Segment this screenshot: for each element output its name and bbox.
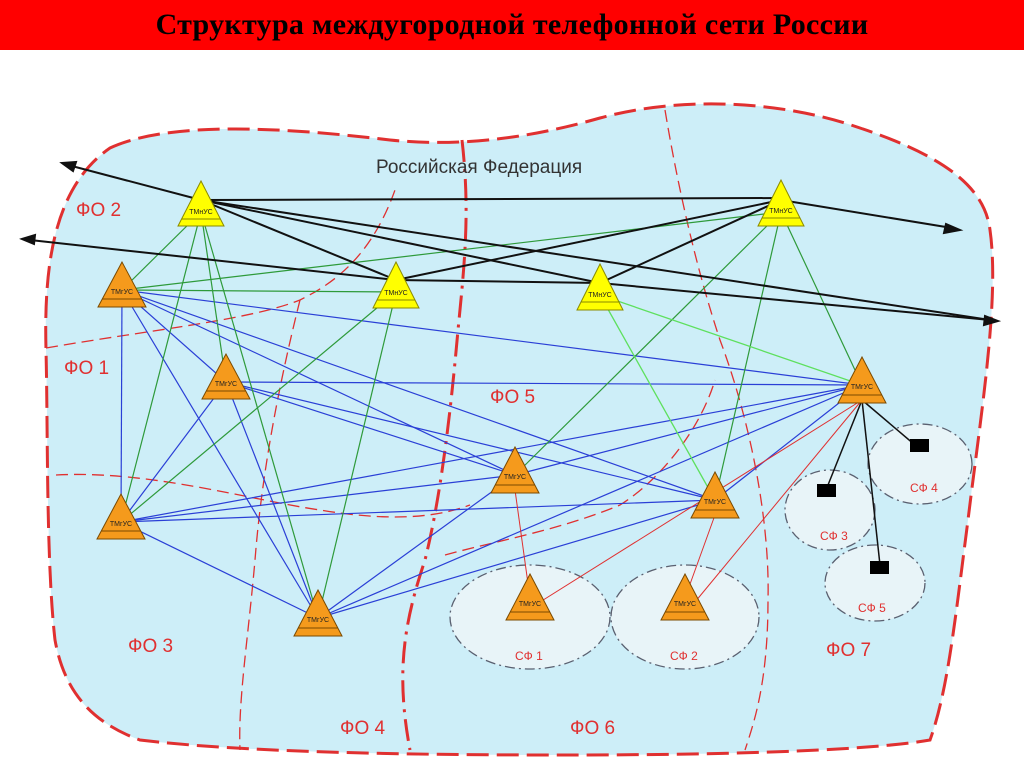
node-label: ТМгУС bbox=[519, 601, 541, 608]
national-node-n2: ТМнУС bbox=[372, 260, 420, 309]
sf5-area bbox=[824, 544, 926, 622]
subject-label-sf1: СФ 1 bbox=[515, 649, 543, 663]
national-node-n3: ТМнУС bbox=[576, 262, 624, 311]
terminal-sf5 bbox=[870, 561, 889, 574]
fo3-fo4-boundary bbox=[239, 299, 301, 751]
terminal-sf4 bbox=[910, 439, 929, 452]
title-bar: Структура междугородной телефонной сети … bbox=[0, 0, 1024, 50]
node-label: ТМнУС bbox=[588, 292, 611, 299]
terminal-sf3 bbox=[817, 484, 836, 497]
regional-node-r8: ТМгУС bbox=[505, 572, 555, 621]
fo1-fo3-boundary bbox=[55, 473, 471, 518]
regional-node-r4: ТМгУС bbox=[293, 588, 343, 637]
international-exit-lines bbox=[19, 160, 1002, 327]
page-title: Структура междугородной телефонной сети … bbox=[155, 8, 869, 41]
regional-node-r9: ТМгУС bbox=[660, 572, 710, 621]
regional-mesh-links bbox=[120, 289, 863, 619]
subject-terminals bbox=[817, 439, 929, 574]
region-label-fo2: ФО 2 bbox=[76, 200, 121, 221]
national-trunk-lines bbox=[200, 197, 991, 321]
region-label-fo6: ФО 6 bbox=[570, 718, 615, 739]
fo5-fo7-boundary bbox=[664, 109, 769, 751]
subject-label-sf3: СФ 3 bbox=[820, 529, 848, 543]
node-label: ТМнУС bbox=[384, 290, 407, 297]
subject-label-sf4: СФ 4 bbox=[910, 481, 938, 495]
regional-node-r6: ТМгУС bbox=[690, 470, 740, 519]
fo5-fo6-boundary bbox=[444, 379, 716, 556]
node-label: ТМгУС bbox=[674, 601, 696, 608]
regional-node-r1: ТМгУС bbox=[97, 260, 147, 308]
national-node-n1: ТМнУС bbox=[177, 179, 225, 227]
node-label: ТМгУС bbox=[851, 384, 873, 391]
regional-node-r5: ТМгУС bbox=[490, 445, 540, 494]
sf4-area bbox=[867, 423, 973, 505]
national-node-n4: ТМнУС bbox=[757, 178, 805, 227]
regional-node-r7: ТМгУС bbox=[837, 355, 887, 404]
region-boundaries bbox=[45, 109, 769, 751]
node-label: ТМгУС bbox=[111, 289, 133, 296]
node-label: ТМгУС bbox=[504, 474, 526, 481]
node-label: ТМнУС bbox=[189, 209, 212, 216]
region-label-fo1: ФО 1 bbox=[64, 358, 109, 379]
node-label: ТМгУС bbox=[215, 381, 237, 388]
region-label-fo4: ФО 4 bbox=[340, 718, 386, 739]
subject-label-sf5: СФ 5 bbox=[858, 601, 886, 615]
region-label-fo5: ФО 5 bbox=[490, 387, 535, 408]
trunk-to-subjects bbox=[825, 399, 916, 566]
light-green-links bbox=[599, 294, 863, 501]
regional-node-r2: ТМгУС bbox=[201, 352, 251, 400]
node-label: ТМнУС bbox=[769, 208, 792, 215]
country-label: Российская Федерация bbox=[376, 157, 582, 178]
national-regional-links bbox=[120, 211, 863, 619]
node-label: ТМгУС bbox=[704, 499, 726, 506]
subject-label-sf2: СФ 2 bbox=[670, 649, 698, 663]
node-label: ТМгУС bbox=[110, 521, 132, 528]
sf3-area bbox=[784, 469, 876, 551]
regional-node-r3: ТМгУС bbox=[96, 492, 146, 540]
node-label: ТМгУС bbox=[307, 617, 329, 624]
region-label-fo7: ФО 7 bbox=[826, 640, 871, 661]
region-label-fo3: ФО 3 bbox=[128, 636, 173, 657]
